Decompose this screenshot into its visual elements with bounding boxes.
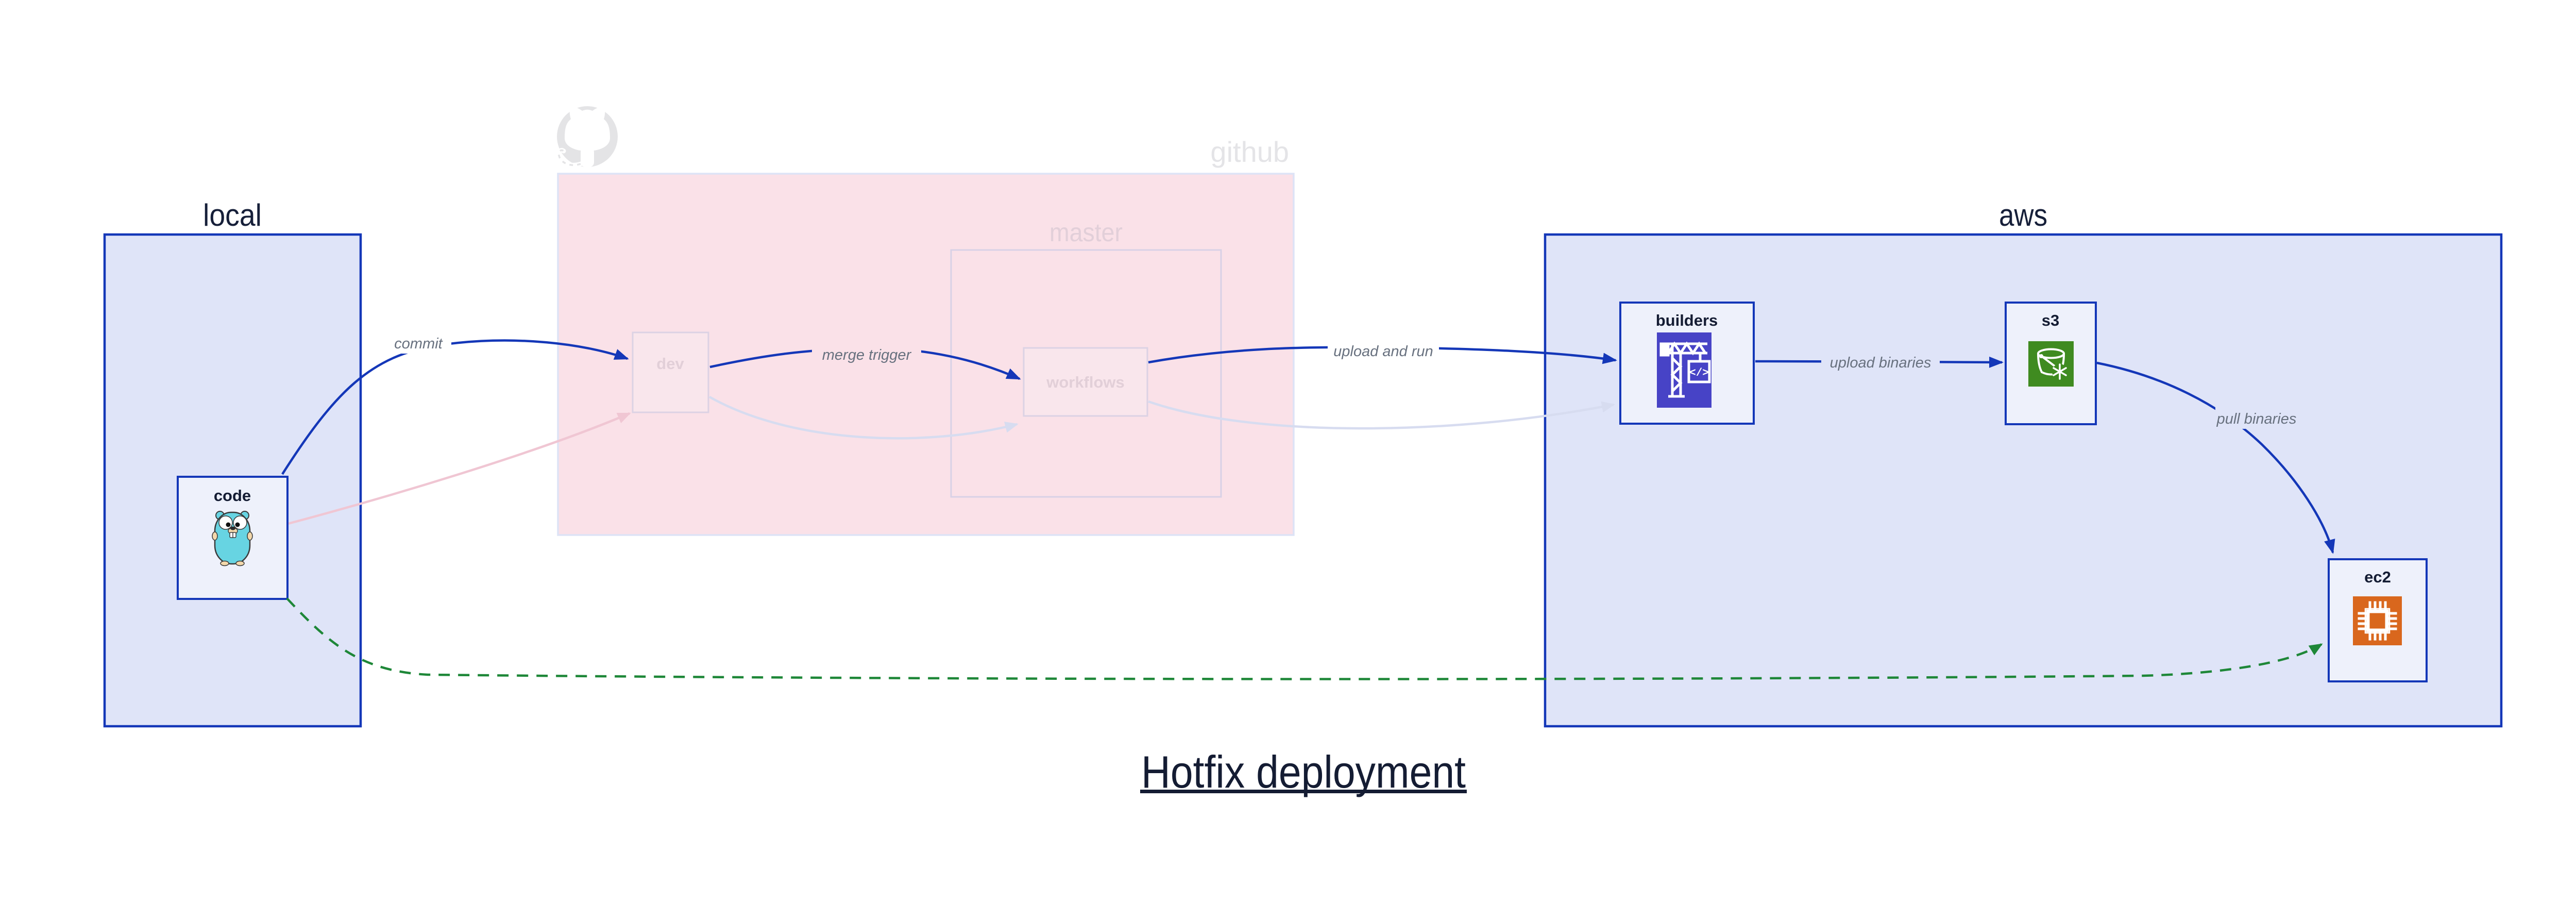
codebuild-crane-icon: </> [1657, 332, 1711, 408]
s3-glacier-bucket-icon [2028, 341, 2074, 387]
aws-group-label: aws [1999, 198, 2047, 232]
go-gopher-icon [212, 511, 253, 566]
s3-node-label: s3 [2042, 311, 2059, 329]
pull-binaries-label-backing [2215, 407, 2298, 429]
diagram-title: Hotfix deployment [1140, 746, 1467, 797]
commit-edge-label: commit [394, 336, 443, 352]
title-underline [1140, 790, 1467, 793]
github-group-label: github [1210, 136, 1289, 168]
commit-label-backing [385, 333, 451, 354]
workflows-node-label: workflows [1046, 373, 1125, 391]
builders-node: builders </> [1619, 302, 1755, 425]
local-group-label: local [203, 198, 262, 232]
merge-trigger-edge-label: merge trigger [822, 347, 912, 363]
builders-node-label: builders [1656, 311, 1718, 329]
edge-labels: commit merge trigger upload and run uplo… [385, 333, 2298, 429]
edge-faded-workflows-builders [1148, 400, 1615, 430]
edge-pull-binaries [2096, 361, 2335, 554]
github-group: github master dev workflows [556, 106, 1295, 536]
ec2-node-label: ec2 [2364, 568, 2391, 586]
upload-binaries-label-backing [1821, 351, 1940, 373]
edge-hotfix-dashed [286, 597, 2323, 680]
workflows-node: workflows [1023, 347, 1148, 417]
code-node-label: code [214, 487, 251, 505]
ec2-chip-icon [2353, 596, 2402, 645]
s3-node: s3 [2005, 302, 2097, 425]
upload-and-run-label-backing [1328, 340, 1439, 361]
ec2-node: ec2 [2328, 558, 2428, 682]
code-node: code [177, 476, 289, 600]
upload-and-run-edge-label: upload and run [1333, 343, 1433, 360]
dev-node: dev [632, 331, 709, 413]
edge-faded-dev-workflows [708, 396, 1019, 440]
edge-faded-code-dev [287, 412, 631, 525]
github-octocat-icon [556, 106, 618, 168]
master-group-label: master [1049, 218, 1123, 247]
crane-code-glyph: </> [1689, 368, 1709, 379]
merge-trigger-label-backing [812, 343, 921, 365]
pull-binaries-edge-label: pull binaries [2216, 411, 2297, 427]
upload-binaries-edge-label: upload binaries [1830, 355, 1931, 371]
page-title: Hotfix deployment [1141, 746, 1466, 797]
master-group-box [950, 249, 1222, 498]
local-group: local [103, 198, 362, 728]
dev-node-label: dev [656, 355, 684, 373]
